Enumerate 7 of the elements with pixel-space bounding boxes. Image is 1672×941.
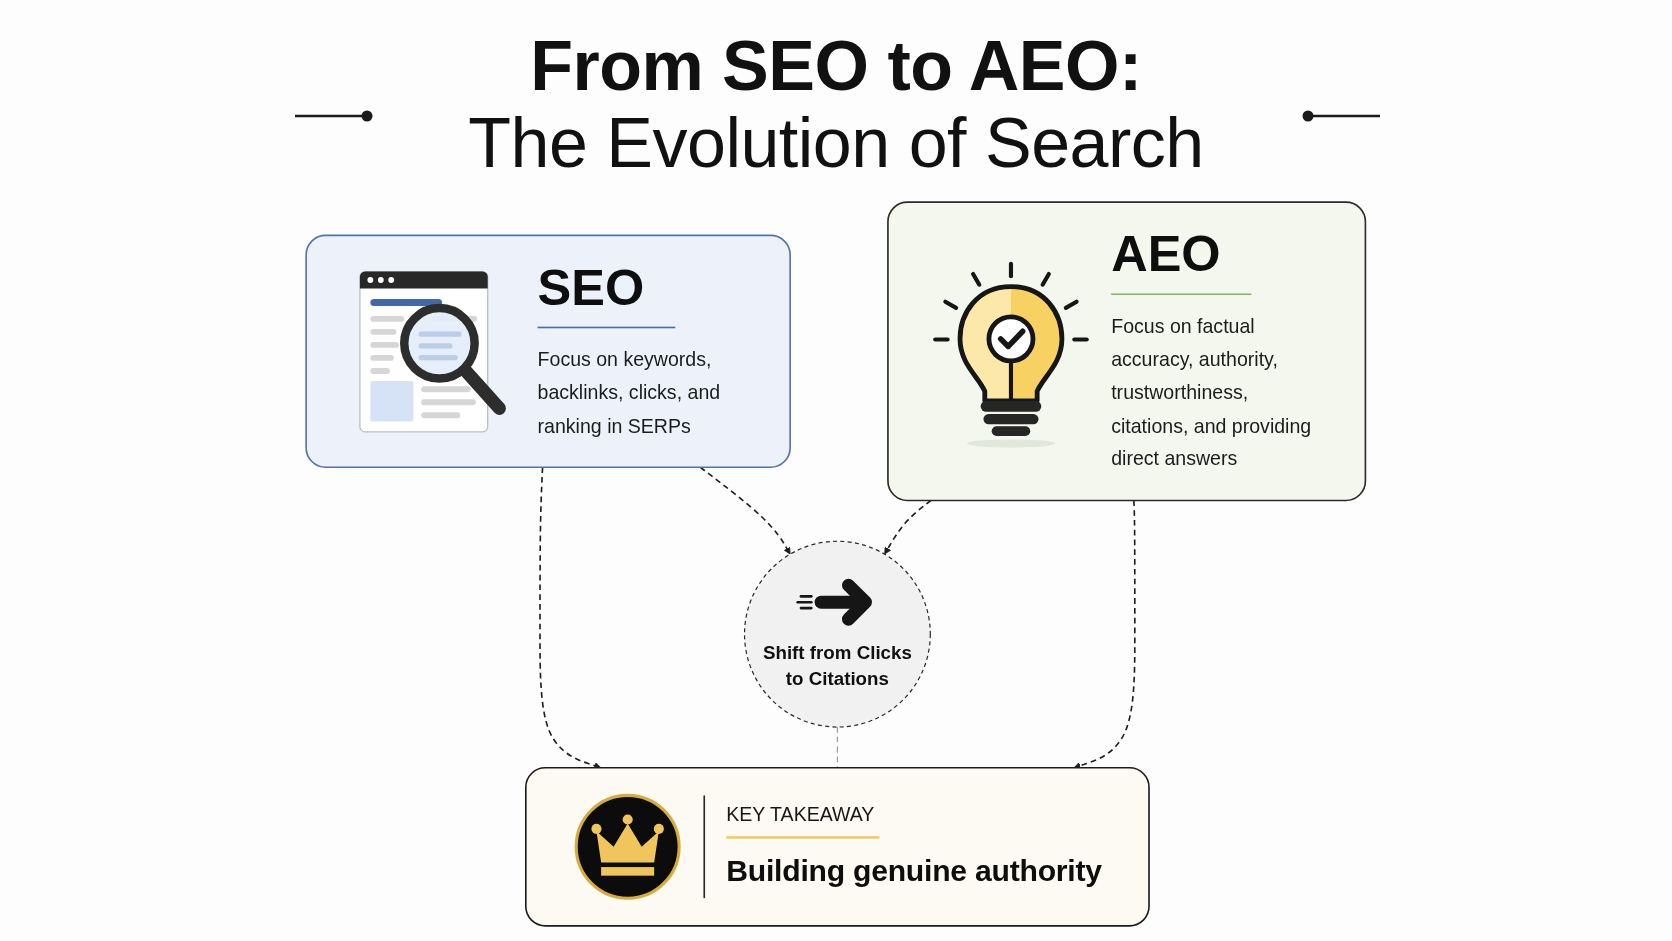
node-circle: Shift from Clicks to Citations: [744, 540, 932, 728]
node-box: AEO Focus on factual accuracy, authority, trustworthiness, citations, and providing direct answers: [887, 201, 1367, 502]
title: From SEO to AEO: The Evolution of Search: [468, 28, 1204, 182]
arrow: [699, 466, 791, 555]
node-box: KEY TAKEAWAY Building genuine authority: [525, 766, 1151, 927]
node-box: SEO Focus on keywords, backlinks, clicks, and ranking in SERPs: [305, 234, 792, 469]
arrow: [884, 499, 932, 555]
